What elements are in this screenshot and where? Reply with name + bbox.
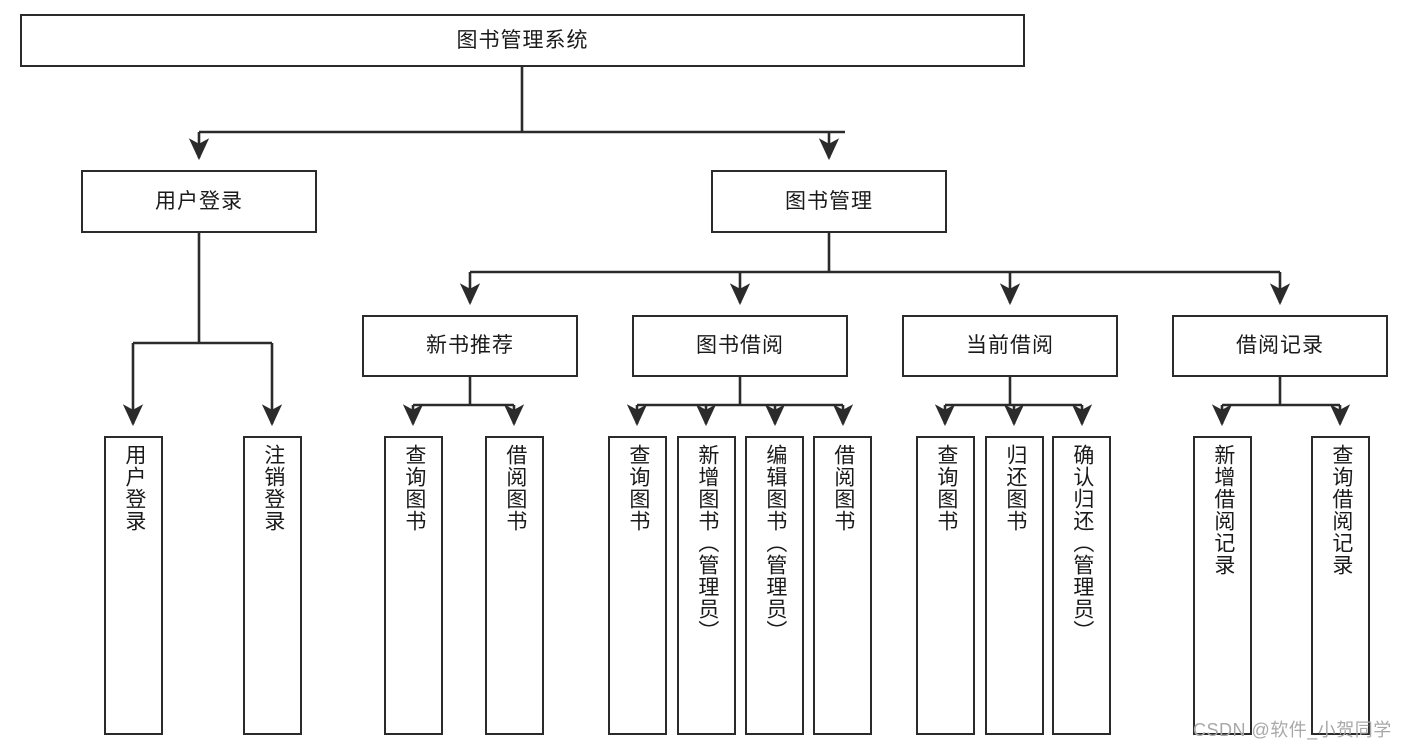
node-book-management[interactable]: 图书管理	[711, 170, 947, 233]
node-label: 当前借阅	[966, 334, 1054, 358]
node-leaf-confirm-return-admin[interactable]: 确认归还（管理员）	[1052, 436, 1111, 735]
node-label: 编辑图书（管理员）	[763, 444, 787, 642]
node-leaf-query-books-borrow[interactable]: 查询图书	[608, 436, 667, 735]
node-label: 查询图书	[626, 444, 650, 532]
node-label: 新书推荐	[426, 334, 514, 358]
node-leaf-add-borrow-record[interactable]: 新增借阅记录	[1193, 436, 1252, 735]
node-label: 图书借阅	[696, 334, 784, 358]
node-label: 图书管理系统	[456, 28, 589, 52]
node-label: 借阅记录	[1236, 334, 1324, 358]
node-book-borrow[interactable]: 图书借阅	[632, 315, 848, 377]
node-label: 注销登录	[261, 444, 285, 532]
node-label: 借阅图书	[831, 444, 855, 532]
node-leaf-add-book-admin[interactable]: 新增图书（管理员）	[677, 436, 736, 735]
node-label: 用户登录	[122, 444, 146, 532]
node-label: 用户登录	[155, 189, 243, 213]
node-new-book-recommend[interactable]: 新书推荐	[362, 315, 578, 377]
node-leaf-borrow-books[interactable]: 借阅图书	[813, 436, 872, 735]
node-label: 图书管理	[785, 189, 873, 213]
node-borrow-record[interactable]: 借阅记录	[1172, 315, 1388, 377]
node-root-book-management-system[interactable]: 图书管理系统	[20, 14, 1025, 67]
node-label: 借阅图书	[503, 444, 527, 532]
node-leaf-borrow-books-recommend[interactable]: 借阅图书	[485, 436, 544, 735]
node-label: 查询图书	[934, 444, 958, 532]
node-leaf-query-books-current[interactable]: 查询图书	[916, 436, 975, 735]
node-label: 新增借阅记录	[1211, 444, 1235, 576]
node-leaf-query-books-recommend[interactable]: 查询图书	[384, 436, 443, 735]
csdn-watermark: CSDN @软件_小贺同学	[1193, 720, 1392, 740]
node-label: 归还图书	[1003, 444, 1027, 532]
node-leaf-user-login[interactable]: 用户登录	[104, 436, 163, 735]
node-leaf-return-books[interactable]: 归还图书	[985, 436, 1044, 735]
node-leaf-edit-book-admin[interactable]: 编辑图书（管理员）	[745, 436, 804, 735]
node-label: 新增图书（管理员）	[695, 444, 719, 642]
node-label: 查询图书	[402, 444, 426, 532]
node-current-borrow[interactable]: 当前借阅	[902, 315, 1118, 377]
node-leaf-query-borrow-record[interactable]: 查询借阅记录	[1311, 436, 1370, 735]
node-label: 查询借阅记录	[1329, 444, 1353, 576]
node-label: 确认归还（管理员）	[1070, 444, 1094, 642]
node-leaf-logout-login[interactable]: 注销登录	[243, 436, 302, 735]
node-user-login[interactable]: 用户登录	[81, 170, 317, 233]
